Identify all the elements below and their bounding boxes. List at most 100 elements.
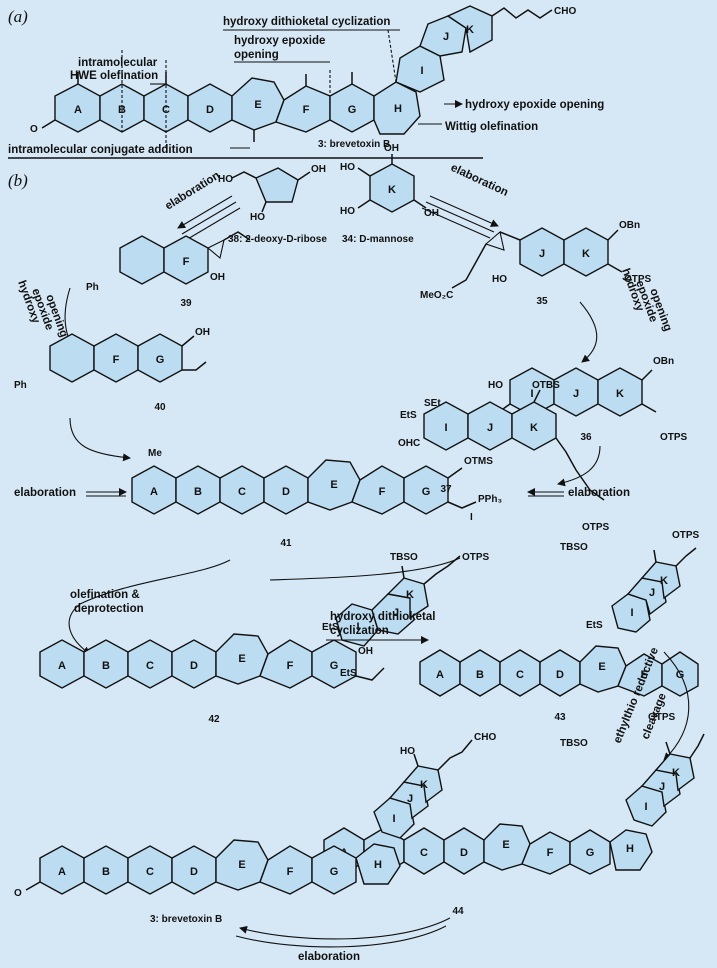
- svg-text:F: F: [641, 669, 648, 681]
- svg-text:OBn: OBn: [619, 220, 640, 231]
- arrow-converge-left: [79, 559, 231, 605]
- annot-hydroxy-epoxide-2: hydroxy epoxide opening: [465, 99, 604, 111]
- svg-text:B: B: [194, 486, 202, 498]
- compound-35-structure: J K OBn OTPS MeO₂C HO: [420, 220, 652, 301]
- compound-44-structure: A B C D E F G H I J K TBSO OTPS: [323, 712, 705, 875]
- svg-text:EtS: EtS: [322, 622, 339, 633]
- svg-text:OTPS: OTPS: [672, 530, 700, 541]
- svg-text:TBSO: TBSO: [560, 738, 588, 749]
- arrow-40-to-41: [69, 417, 131, 462]
- compound-44-label: 44: [452, 906, 464, 917]
- svg-text:G: G: [330, 660, 339, 672]
- sm-38-label: 38: 2-deoxy-D-ribose: [228, 234, 327, 245]
- svg-text:D: D: [190, 866, 198, 878]
- compound-42-structure: A B C D E F G I J K TBSO OTPS OH EtS EtS: [39, 552, 490, 689]
- svg-text:E: E: [598, 661, 605, 673]
- label-elaboration-left: elaboration: [163, 170, 222, 213]
- svg-text:D: D: [206, 104, 214, 116]
- svg-text:C: C: [146, 660, 154, 672]
- svg-text:K: K: [388, 184, 396, 196]
- svg-text:F: F: [287, 866, 294, 878]
- svg-text:F: F: [303, 104, 310, 116]
- compound-3-label-b: 3: brevetoxin B: [150, 914, 222, 925]
- svg-text:I: I: [470, 512, 473, 523]
- svg-text:OH: OH: [210, 272, 225, 283]
- label-elaboration-mid-right: elaboration: [568, 487, 630, 499]
- svg-text:B: B: [102, 660, 110, 672]
- svg-text:J: J: [487, 422, 493, 434]
- svg-text:Ph: Ph: [14, 380, 27, 391]
- svg-text:OBn: OBn: [653, 356, 674, 367]
- annot-hwe-a: intramolecular: [78, 57, 158, 69]
- label-hdc-a: hydroxy dithioketal: [330, 611, 435, 623]
- svg-text:OTPS: OTPS: [462, 552, 490, 563]
- svg-text:I: I: [356, 621, 359, 633]
- svg-text:G: G: [422, 486, 431, 498]
- annot-hwe-b: HWE olefination: [70, 70, 158, 82]
- svg-text:HO: HO: [340, 206, 355, 217]
- svg-text:A: A: [74, 104, 82, 116]
- svg-text:OH: OH: [195, 327, 210, 338]
- svg-text:CHO: CHO: [474, 732, 496, 743]
- sm-34-label: 34: D-mannose: [342, 234, 414, 245]
- svg-text:F: F: [547, 847, 554, 859]
- compound-39-structure: 39 F Ph OH: [86, 231, 251, 293]
- svg-text:OTPS: OTPS: [660, 432, 688, 443]
- svg-text:J: J: [649, 587, 655, 599]
- svg-text:OTPS: OTPS: [648, 712, 676, 723]
- svg-text:CHO: CHO: [554, 6, 576, 17]
- svg-text:H: H: [626, 843, 634, 855]
- annot-hydroxy-dithioketal: hydroxy dithioketal cyclization: [223, 16, 390, 28]
- svg-text:Ph: Ph: [86, 282, 99, 293]
- svg-text:B: B: [102, 866, 110, 878]
- arrow-43-to-44: [663, 651, 690, 761]
- svg-text:EtS: EtS: [340, 668, 357, 679]
- svg-text:K: K: [406, 589, 414, 601]
- svg-text:C: C: [238, 486, 246, 498]
- svg-text:G: G: [348, 104, 357, 116]
- compound-3-label-a: 3: brevetoxin B: [318, 139, 390, 150]
- panel-b-label: (b): [8, 171, 28, 190]
- compound-35-label: 35: [536, 296, 548, 307]
- compound-41-structure: A B C D E F G OTMS PPh₃ I Me: [131, 448, 502, 523]
- brevetoxin-b-top-structure: A B C D E F G H I J K CHO O: [30, 5, 576, 150]
- svg-text:C: C: [516, 669, 524, 681]
- compound-43-structure: A B C D E F G I J K TBSO OTPS EtS: [419, 530, 700, 697]
- svg-text:D: D: [460, 847, 468, 859]
- compound-40-label: 40: [154, 402, 166, 413]
- svg-text:OH: OH: [384, 143, 399, 154]
- svg-text:A: A: [58, 660, 66, 672]
- svg-text:HO: HO: [218, 174, 233, 185]
- compound-39-label: 39: [180, 298, 192, 309]
- svg-text:G: G: [330, 866, 339, 878]
- svg-text:K: K: [530, 422, 538, 434]
- svg-text:J: J: [539, 248, 545, 260]
- svg-text:Me: Me: [148, 448, 162, 459]
- svg-text:K: K: [672, 767, 680, 779]
- svg-text:OHC: OHC: [398, 438, 420, 449]
- svg-text:J: J: [443, 31, 449, 43]
- compound-36-structure: I J K OBn OTPS MeO₂C HO: [452, 356, 688, 443]
- svg-text:I: I: [444, 422, 447, 434]
- svg-text:E: E: [502, 839, 509, 851]
- svg-text:PPh₃: PPh₃: [478, 494, 502, 505]
- svg-text:MeO₂C: MeO₂C: [420, 290, 453, 301]
- label-elaboration-right: elaboration: [449, 162, 510, 199]
- svg-text:E: E: [254, 99, 261, 111]
- svg-text:OTMS: OTMS: [464, 456, 493, 467]
- svg-text:I: I: [630, 607, 633, 619]
- svg-text:A: A: [150, 486, 158, 498]
- arrow-heo-right: [579, 301, 598, 363]
- compound-38-structure: HO OH HO: [218, 164, 326, 223]
- svg-text:J: J: [573, 388, 579, 400]
- svg-text:E: E: [238, 653, 245, 665]
- svg-text:HO: HO: [340, 162, 355, 173]
- annot-hydroxy-epoxide-1b: opening: [234, 49, 279, 61]
- svg-text:OH: OH: [424, 208, 439, 219]
- label-elaboration-bottom: elaboration: [298, 951, 360, 963]
- svg-text:OTPS: OTPS: [624, 274, 652, 285]
- svg-text:D: D: [556, 669, 564, 681]
- svg-text:O: O: [14, 888, 22, 899]
- svg-text:EtS: EtS: [586, 620, 603, 631]
